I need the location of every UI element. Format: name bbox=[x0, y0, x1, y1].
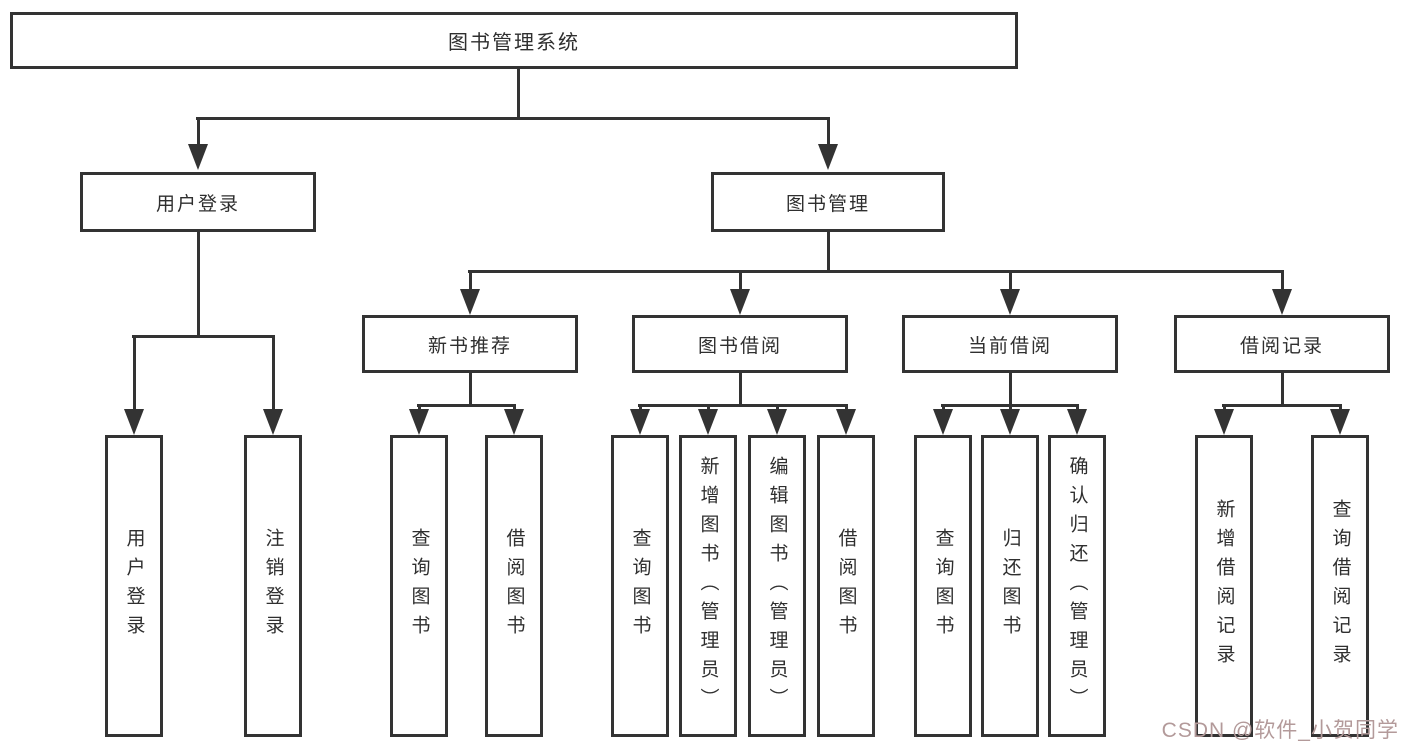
leaf-add-borrow-record: 新增借阅记录 bbox=[1195, 435, 1253, 737]
node-book-management: 图书管理 bbox=[711, 172, 945, 232]
arrowhead-g5-leaf1 bbox=[1214, 409, 1234, 435]
connector-book-mgmt-bus bbox=[468, 270, 1284, 273]
leaf-query-books-recommend: 查询图书 bbox=[390, 435, 448, 737]
connector-new-book-stem bbox=[469, 373, 472, 406]
connector-user-login-bus bbox=[132, 335, 275, 338]
arrowhead-g5-leaf2 bbox=[1330, 409, 1350, 435]
node-current-borrowing: 当前借阅 bbox=[902, 315, 1118, 373]
arrowhead-g4-leaf1 bbox=[933, 409, 953, 435]
leaf-query-books-borrowing: 查询图书 bbox=[611, 435, 669, 737]
leaf-return-books-label: 归还图书 bbox=[999, 528, 1021, 644]
arrowhead-g4-leaf3 bbox=[1067, 409, 1087, 435]
arrowhead-book-borrow bbox=[730, 289, 750, 315]
leaf-user-login: 用户登录 bbox=[105, 435, 163, 737]
leaf-borrow-books: 借阅图书 bbox=[817, 435, 875, 737]
leaf-return-books: 归还图书 bbox=[981, 435, 1039, 737]
leaf-borrow-books-recommend-label: 借阅图书 bbox=[503, 528, 525, 644]
arrowhead-g2-leaf1 bbox=[409, 409, 429, 435]
node-borrowing-records: 借阅记录 bbox=[1174, 315, 1390, 373]
leaf-add-books-admin-label: 新增图书（管理员） bbox=[697, 455, 719, 717]
leaf-query-borrow-record: 查询借阅记录 bbox=[1311, 435, 1369, 737]
leaf-borrow-books-label: 借阅图书 bbox=[835, 528, 857, 644]
connector-book-mgmt-stem bbox=[827, 232, 830, 272]
leaf-add-books-admin: 新增图书（管理员） bbox=[679, 435, 737, 737]
arrowhead-leaf-logout bbox=[263, 409, 283, 435]
connector-user-login-stem bbox=[197, 232, 200, 337]
connector-to-book-borrow bbox=[739, 271, 742, 293]
leaf-query-books-borrowing-label: 查询图书 bbox=[629, 528, 651, 644]
leaf-borrow-books-recommend: 借阅图书 bbox=[485, 435, 543, 737]
connector-borrow-records-bus bbox=[1222, 404, 1342, 407]
csdn-watermark: CSDN @软件_小贺同学 bbox=[1161, 719, 1399, 742]
connector-root-stem bbox=[517, 69, 520, 119]
arrowhead-leaf-login bbox=[124, 409, 144, 435]
arrowhead-g3-leaf3 bbox=[767, 409, 787, 435]
leaf-query-books-current-label: 查询图书 bbox=[932, 528, 954, 644]
connector-new-book-bus bbox=[417, 404, 516, 407]
leaf-logout-label: 注销登录 bbox=[262, 528, 284, 644]
arrowhead-borrow-records bbox=[1272, 289, 1292, 315]
node-book-borrowing: 图书借阅 bbox=[632, 315, 848, 373]
leaf-confirm-return-admin: 确认归还（管理员） bbox=[1048, 435, 1106, 737]
leaf-edit-books-admin: 编辑图书（管理员） bbox=[748, 435, 806, 737]
leaf-edit-books-admin-label: 编辑图书（管理员） bbox=[766, 455, 788, 717]
connector-borrow-records-stem bbox=[1281, 373, 1284, 406]
leaf-query-books-current: 查询图书 bbox=[914, 435, 972, 737]
leaf-query-borrow-record-label: 查询借阅记录 bbox=[1329, 499, 1351, 673]
leaf-add-borrow-record-label: 新增借阅记录 bbox=[1213, 499, 1235, 673]
arrowhead-g3-leaf2 bbox=[698, 409, 718, 435]
arrowhead-new-book bbox=[460, 289, 480, 315]
arrowhead-g3-leaf1 bbox=[630, 409, 650, 435]
connector-book-borrow-bus bbox=[638, 404, 848, 407]
arrowhead-current-borrow bbox=[1000, 289, 1020, 315]
arrowhead-g3-leaf4 bbox=[836, 409, 856, 435]
connector-root-bus bbox=[196, 117, 830, 120]
arrowhead-user-login bbox=[188, 144, 208, 170]
connector-to-leaf-logout bbox=[272, 336, 275, 412]
connector-to-user-login bbox=[197, 118, 200, 148]
connector-current-borrow-stem bbox=[1009, 373, 1012, 406]
connector-book-borrow-stem bbox=[739, 373, 742, 406]
arrowhead-g4-leaf2 bbox=[1000, 409, 1020, 435]
node-new-book-recommendation: 新书推荐 bbox=[362, 315, 578, 373]
connector-to-leaf-login bbox=[133, 336, 136, 412]
node-library-management-system: 图书管理系统 bbox=[10, 12, 1018, 69]
arrowhead-book-mgmt bbox=[818, 144, 838, 170]
connector-to-new-book bbox=[469, 271, 472, 293]
leaf-query-books-recommend-label: 查询图书 bbox=[408, 528, 430, 644]
connector-to-current-borrow bbox=[1009, 271, 1012, 293]
leaf-confirm-return-admin-label: 确认归还（管理员） bbox=[1066, 455, 1088, 717]
arrowhead-g2-leaf2 bbox=[504, 409, 524, 435]
node-user-login: 用户登录 bbox=[80, 172, 316, 232]
leaf-logout: 注销登录 bbox=[244, 435, 302, 737]
leaf-user-login-label: 用户登录 bbox=[123, 528, 145, 644]
connector-to-borrow-records bbox=[1281, 271, 1284, 293]
connector-to-book-mgmt bbox=[827, 118, 830, 148]
